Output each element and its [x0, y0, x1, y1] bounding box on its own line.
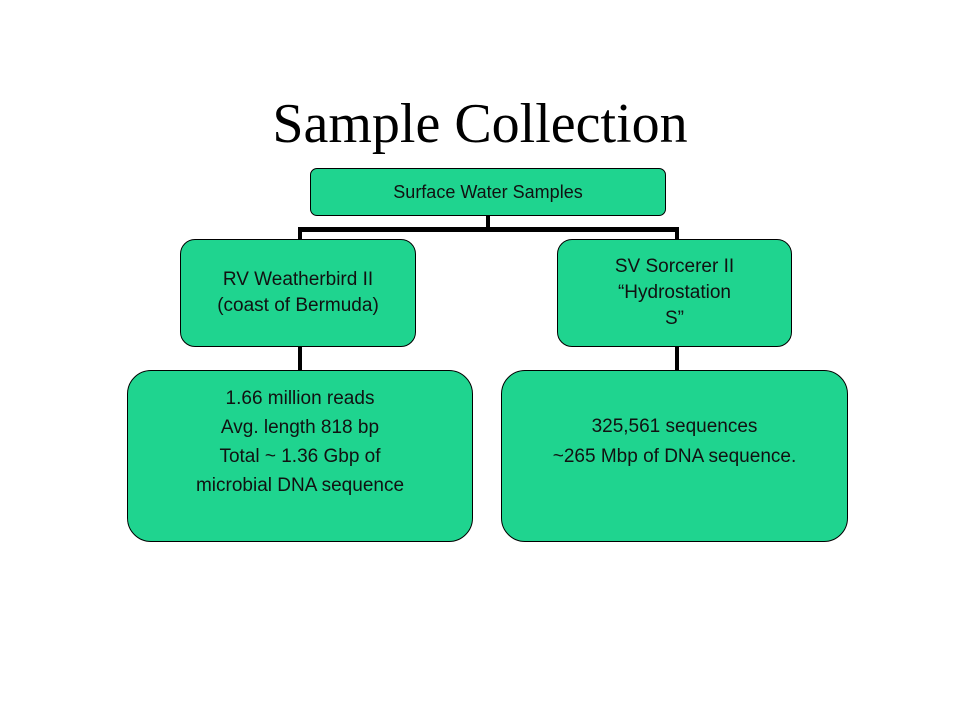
node-sorcerer-stats: 325,561 sequences ~265 Mbp of DNA sequen…	[501, 370, 848, 542]
connector-root-stem	[486, 216, 490, 230]
connector-right-detail	[675, 347, 679, 371]
node-rv-weatherbird: RV Weatherbird II (coast of Bermuda)	[180, 239, 416, 347]
node-sv-sorcerer: SV Sorcerer II “Hydrostation S”	[557, 239, 792, 347]
node-surface-water-samples: Surface Water Samples	[310, 168, 666, 216]
node-weatherbird-stats: 1.66 million reads Avg. length 818 bp To…	[127, 370, 473, 542]
connector-right-drop	[675, 227, 679, 240]
connector-left-drop	[298, 227, 302, 240]
connector-horizontal-bar	[299, 227, 678, 232]
connector-left-detail	[298, 347, 302, 371]
slide-title: Sample Collection	[272, 93, 688, 155]
